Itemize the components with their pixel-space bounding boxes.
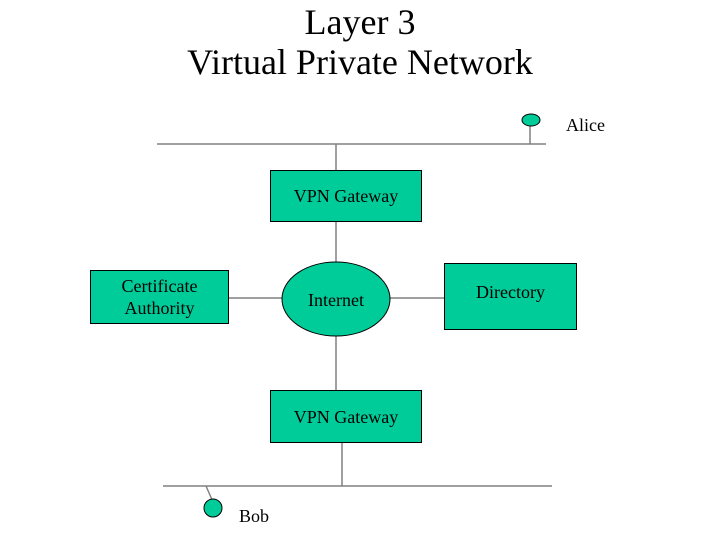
alice-label: Alice [566,115,605,135]
alice-host-icon [521,113,541,127]
vpn-gateway-bottom-label: VPN Gateway [293,406,399,427]
directory-label: Directory [476,281,545,302]
vpn-gateway-bottom-node: VPN Gateway [270,390,422,443]
vpn-gateway-top-label: VPN Gateway [293,186,399,206]
title-line-2: Virtual Private Network [187,42,533,82]
bob-host-icon [203,498,223,518]
bob-label: Bob [239,506,270,526]
certificate-authority-label-1: Certificate [121,276,198,296]
internet-node [281,261,391,337]
certificate-authority-label-2: Authority [124,298,195,318]
certificate-authority-node: Certificate Authority [90,270,229,324]
internet-label: Internet [308,290,364,310]
directory-node: Directory [444,263,577,330]
vpn-gateway-top-node: VPN Gateway [270,170,422,222]
title-line-1: Layer 3 [304,2,416,42]
slide-title: Layer 3 Virtual Private Network [0,2,720,82]
